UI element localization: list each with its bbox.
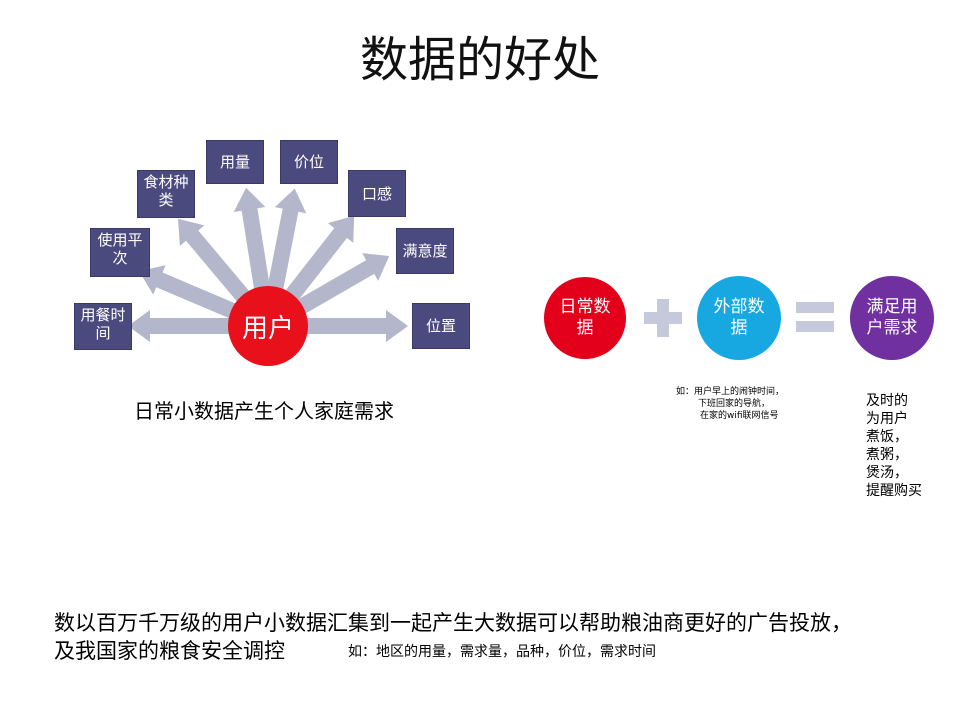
node-satisfaction: 满意度	[396, 228, 454, 274]
node-usage-frequency: 使用平次	[90, 228, 150, 277]
center-user-circle: 用户	[228, 286, 308, 366]
result-circle: 满足用户需求	[850, 276, 934, 360]
plus-operator	[644, 299, 682, 337]
result-note-line-4: 煮粥，	[866, 447, 908, 463]
page-title: 数据的好处	[359, 32, 600, 88]
bottom-line-1: 数以百万千万级的用户小数据汇集到一起产生大数据可以帮助粮油商更好的广告投放，	[54, 611, 852, 635]
node-amount: 用量	[206, 140, 264, 184]
result-note-line-6: 提醒购买	[866, 483, 922, 499]
result-note: 及时的 为用户 煮饭， 煮粥， 煲汤， 提醒购买	[866, 392, 922, 500]
result-note-line-3: 煮饭，	[866, 429, 908, 445]
example-note: 如：用户早上的闹钟时间， 下班回家的导航， 在家的wifi联网信号	[676, 386, 784, 422]
node-taste: 口感	[348, 170, 406, 217]
example-note-line-3: 在家的wifi联网信号	[700, 411, 779, 421]
result-note-line-1: 及时的	[866, 393, 908, 409]
example-note-line-2: 下班回家的导航，	[698, 399, 771, 409]
daily-data-circle: 日常数据	[544, 277, 626, 359]
node-meal-time: 用餐时间	[74, 303, 132, 350]
bottom-note: 如：地区的用量，需求量，品种，价位，需求时间	[348, 644, 656, 660]
result-note-line-2: 为用户	[866, 411, 908, 427]
external-data-circle: 外部数据	[697, 276, 781, 360]
bottom-line-2: 及我国家的粮食安全调控	[54, 639, 285, 663]
example-note-line-1: 如：用户早上的闹钟时间，	[676, 387, 785, 397]
node-ingredient-type: 食材种类	[137, 170, 195, 218]
left-diagram-caption: 日常小数据产生个人家庭需求	[134, 399, 394, 423]
node-price: 价位	[280, 140, 338, 184]
equals-operator	[796, 302, 834, 332]
result-note-line-5: 煲汤，	[866, 465, 908, 481]
node-location: 位置	[412, 303, 470, 349]
